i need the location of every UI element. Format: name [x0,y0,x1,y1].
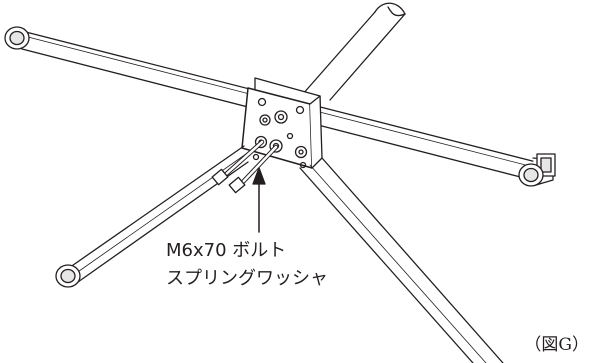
cross-bar [4,26,556,187]
washer-label: スプリングワッシャ [166,268,328,289]
left-leg [55,145,249,288]
callout-arrow [252,167,266,233]
mounting-plate [241,77,323,169]
bolt-label: M6x70 ボルト [166,240,287,261]
figure-label: （図G） [524,335,589,355]
bolts [211,139,279,194]
upper-pole [301,2,406,101]
front-leg [299,157,504,363]
